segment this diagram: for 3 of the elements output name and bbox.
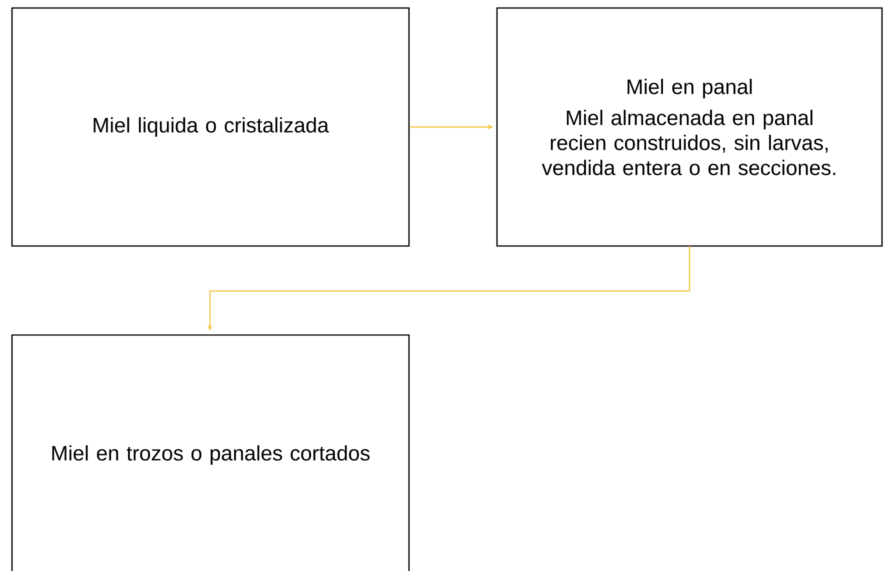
process-box: Miel en panal Miel almacenada en panal recien construidos, sin larvas, vendida entera o en secciones. (496, 7, 883, 247)
process-box: Miel liquida o cristalizada (11, 7, 410, 247)
process-box: Miel en trozos o panales cortados (11, 334, 410, 571)
